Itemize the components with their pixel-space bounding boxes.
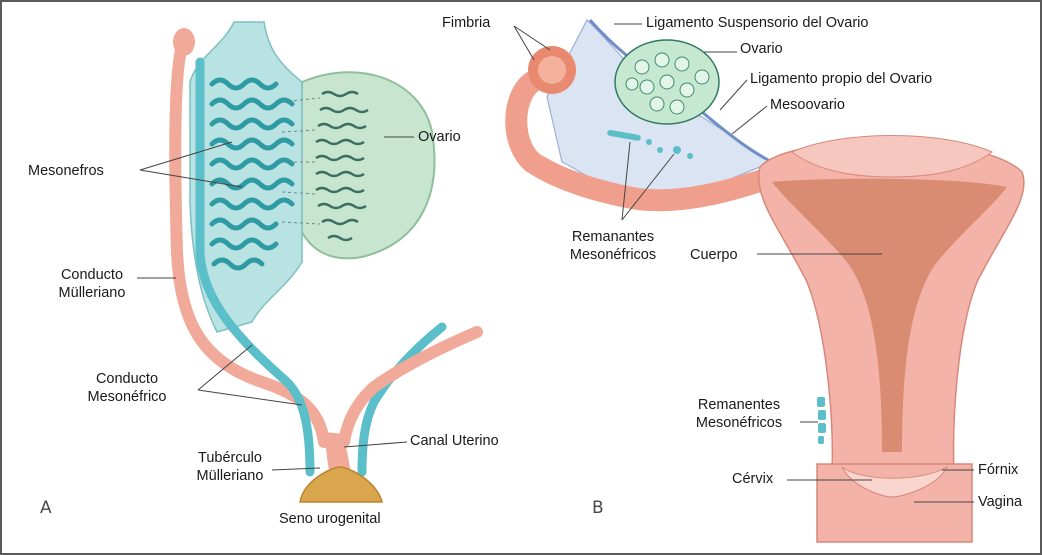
label-remanantes-line2: Mesonéfricos [558, 246, 668, 264]
label-remanentes-mesonefricos: Remanentes Mesonéfricos [682, 396, 796, 432]
label-ligamento-suspensorio: Ligamento Suspensorio del Ovario [646, 14, 868, 32]
label-remanantes-mesonefricos: Remanantes Mesonéfricos [558, 228, 668, 264]
label-conducto-mulleriano-line2: Mülleriano [44, 284, 140, 302]
ovary-a [294, 72, 434, 258]
uterine-cavity [772, 179, 1007, 452]
label-conducto-mesonefrico: Conducto Mesonéfrico [72, 370, 182, 406]
label-fimbria: Fimbria [442, 14, 490, 32]
label-remanentes-line2: Mesonéfricos [682, 414, 796, 432]
label-conducto-mulleriano: Conducto Mülleriano [44, 266, 140, 302]
label-ovario-b: Ovario [740, 40, 783, 58]
panel-b-letter: B [592, 498, 604, 518]
label-ligamento-propio: Ligamento propio del Ovario [750, 70, 932, 88]
label-remanantes-line1: Remanantes [558, 228, 668, 246]
label-canal-uterino: Canal Uterino [410, 432, 499, 450]
label-vagina: Vagina [978, 493, 1022, 511]
label-mesoovario: Mesoovario [770, 96, 845, 114]
label-tuberculo-mulleriano: Tubérculo Mülleriano [184, 449, 276, 485]
label-remanentes-line1: Remanentes [682, 396, 796, 414]
label-seno-urogenital: Seno urogenital [279, 510, 381, 528]
panel-a-drawing [173, 22, 477, 502]
label-mesonefros: Mesonefros [28, 162, 104, 180]
mullerian-duct-tip [173, 28, 195, 56]
label-conducto-mulleriano-line1: Conducto [44, 266, 140, 284]
label-tuberculo-line2: Mülleriano [184, 467, 276, 485]
label-conducto-mesonefrico-line2: Mesonéfrico [72, 388, 182, 406]
label-ovario-a: Ovario [418, 128, 461, 146]
label-cuerpo: Cuerpo [690, 246, 738, 264]
label-conducto-mesonefrico-line1: Conducto [72, 370, 182, 388]
label-fornix: Fórnix [978, 461, 1018, 479]
label-tuberculo-line1: Tubérculo [184, 449, 276, 467]
fimbria-shape [528, 46, 576, 94]
panel-a-letter: A [40, 498, 52, 518]
vagina-shape [817, 464, 972, 542]
mesonephric-remnants-lower [817, 397, 826, 444]
label-cervix: Cérvix [732, 470, 773, 488]
